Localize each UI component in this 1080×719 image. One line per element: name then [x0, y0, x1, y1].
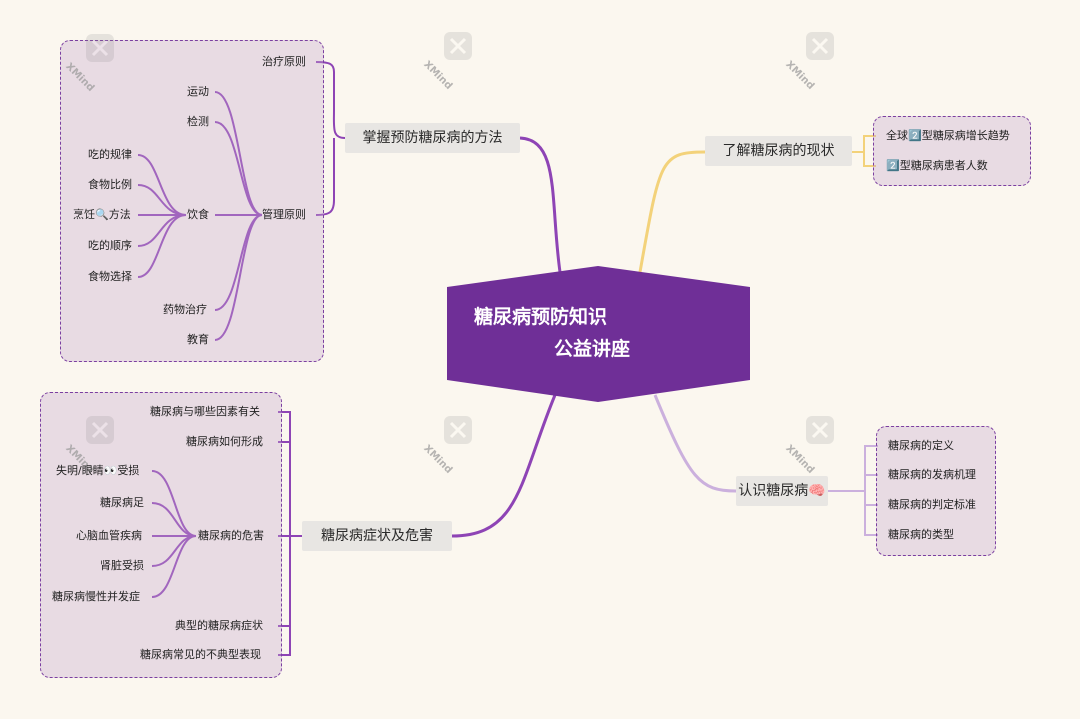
status-group — [873, 116, 1031, 186]
node-management-principle[interactable]: 管理原则 — [262, 208, 306, 221]
xmind-watermark-icon — [86, 34, 114, 62]
methods-group — [60, 40, 324, 362]
node-status-item[interactable]: 全球2️⃣型糖尿病增长趋势 — [886, 129, 1010, 142]
xmind-watermark-icon — [444, 32, 472, 60]
node-diet-item[interactable]: 吃的顺序 — [88, 239, 132, 252]
connector-center-status — [638, 150, 706, 273]
node-harm-item[interactable]: 失明/眼睛👀受损 — [56, 464, 140, 477]
node-diet-item[interactable]: 食物选择 — [88, 270, 132, 283]
node-understand-item[interactable]: 糖尿病的类型 — [888, 528, 954, 541]
node-diet-item[interactable]: 吃的规律 — [88, 148, 132, 161]
node-harm-item[interactable]: 糖尿病足 — [100, 496, 144, 509]
node-understand-item[interactable]: 糖尿病的判定标准 — [888, 498, 976, 511]
understand-group — [876, 426, 996, 556]
topic-understand[interactable]: 认识糖尿病🧠 — [736, 476, 828, 506]
node-harm-item[interactable]: 糖尿病慢性并发症 — [52, 590, 140, 603]
node-symptom-item[interactable]: 典型的糖尿病症状 — [175, 619, 263, 632]
node-harm-item[interactable]: 心脑血管疾病 — [76, 529, 142, 542]
node-diet-item[interactable]: 烹饪🔍方法 — [73, 208, 131, 221]
node-treatment-principle[interactable]: 治疗原则 — [262, 55, 306, 68]
node-understand-item[interactable]: 糖尿病的发病机理 — [888, 468, 976, 481]
connector-methods-bracket — [315, 61, 346, 216]
node-understand-item[interactable]: 糖尿病的定义 — [888, 439, 954, 452]
center-title-line1[interactable]: 糖尿病预防知识 — [474, 306, 608, 328]
topic-methods[interactable]: 掌握预防糖尿病的方法 — [345, 123, 520, 153]
xmind-watermark-icon — [86, 416, 114, 444]
node-symptom-item[interactable]: 糖尿病常见的不典型表现 — [140, 648, 261, 661]
connector-center-methods — [519, 136, 562, 273]
connector-center-symptoms — [451, 394, 557, 538]
node-education[interactable]: 教育 — [187, 333, 209, 346]
topic-status[interactable]: 了解糖尿病的现状 — [705, 136, 852, 166]
node-harm-item[interactable]: 肾脏受损 — [100, 559, 144, 572]
connector-center-understand — [653, 394, 737, 493]
node-symptom-item[interactable]: 糖尿病如何形成 — [186, 435, 263, 448]
node-exercise[interactable]: 运动 — [187, 85, 209, 98]
center-node-shape — [447, 266, 750, 402]
symptoms-group — [40, 392, 282, 678]
node-medication[interactable]: 药物治疗 — [163, 303, 207, 316]
node-diet[interactable]: 饮食 — [187, 208, 209, 221]
node-monitoring[interactable]: 检测 — [187, 115, 209, 128]
xmind-watermark-icon — [806, 32, 834, 60]
node-status-item[interactable]: 2️⃣型糖尿病患者人数 — [886, 159, 988, 172]
xmind-watermark-icon — [806, 416, 834, 444]
node-harm[interactable]: 糖尿病的危害 — [198, 529, 264, 542]
node-symptom-item[interactable]: 糖尿病与哪些因素有关 — [150, 405, 260, 418]
xmind-watermark-icon — [444, 416, 472, 444]
node-diet-item[interactable]: 食物比例 — [88, 178, 132, 191]
topic-symptoms[interactable]: 糖尿病症状及危害 — [302, 521, 452, 551]
center-title-line2[interactable]: 公益讲座 — [554, 338, 631, 360]
